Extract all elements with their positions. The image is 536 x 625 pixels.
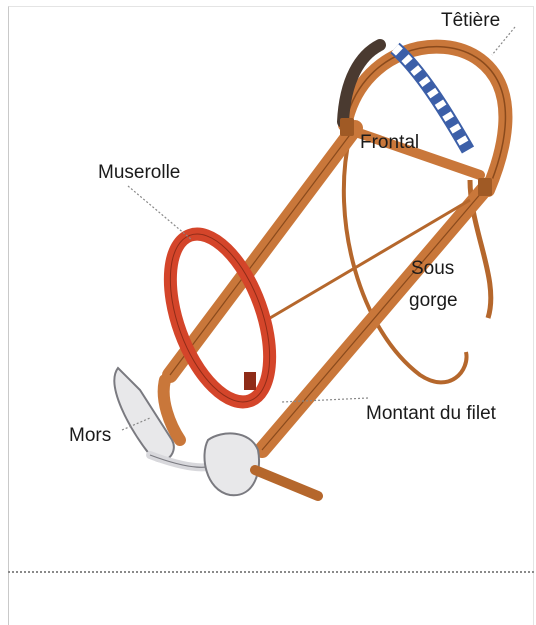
strap-end-right <box>255 470 318 496</box>
label-montant: Montant du filet <box>366 403 496 425</box>
buckle-right <box>478 178 492 196</box>
noseband-buckle <box>244 372 256 390</box>
buckle-top <box>340 118 354 136</box>
label-frontal: Frontal <box>360 132 419 154</box>
label-sous-gorge-line2: gorge <box>409 290 458 312</box>
label-muserolle: Muserolle <box>98 162 180 184</box>
dotted-divider <box>8 571 534 573</box>
label-tetiere: Têtière <box>441 10 500 32</box>
label-sous-gorge-line1: Sous <box>411 258 454 280</box>
bit-right-ring <box>204 433 259 495</box>
crownpiece-strap <box>345 47 505 190</box>
label-mors: Mors <box>69 425 111 447</box>
